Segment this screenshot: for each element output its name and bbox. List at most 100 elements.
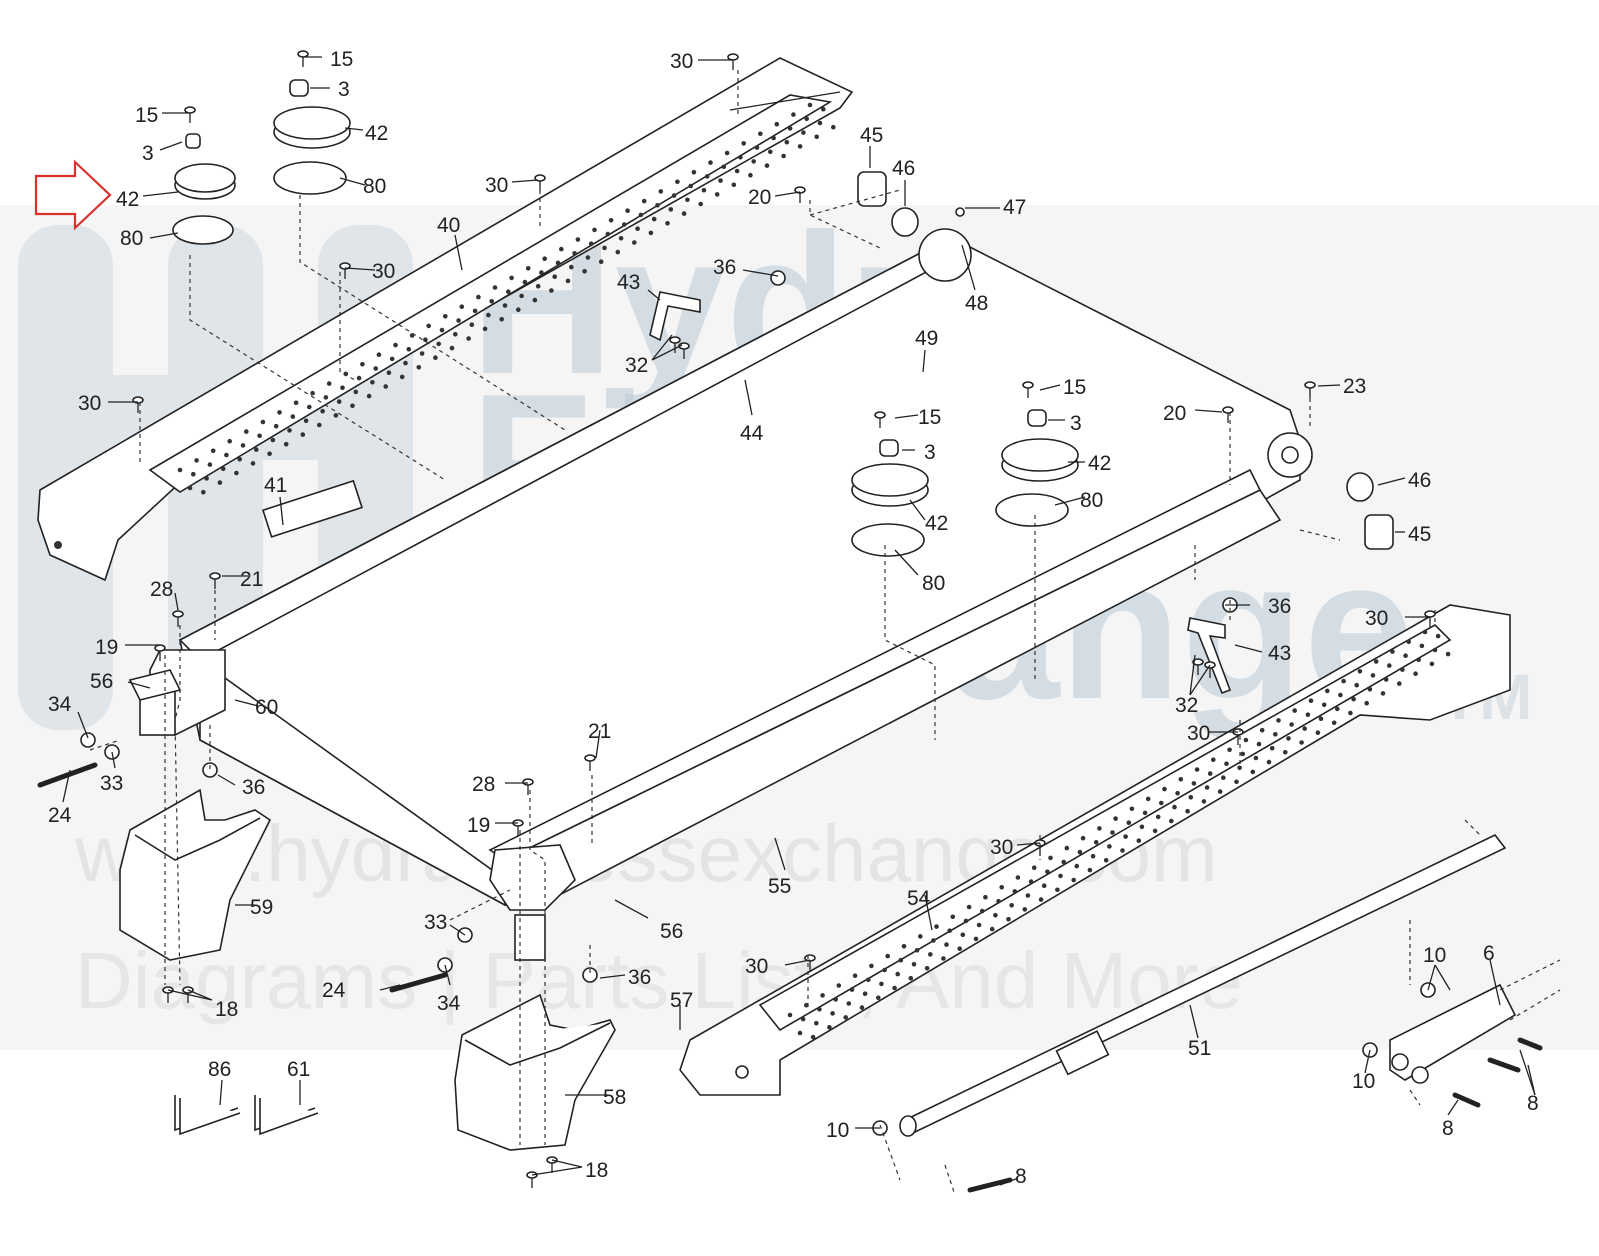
screw-head [669,336,681,344]
perforation-hole [1318,716,1324,721]
callout-20: 20 [748,186,771,209]
perforation-hole [340,385,345,391]
perforation-hole [1335,706,1340,712]
perforation-hole [698,201,703,207]
perforation-hole [1064,845,1070,851]
perforation-hole [1009,903,1014,908]
callout-61: 61 [287,1058,310,1081]
screw-head [1192,658,1204,666]
perforation-hole [1253,755,1259,761]
perforation-hole [764,163,770,168]
screw-head [154,644,166,652]
perforation-hole [1413,671,1418,676]
perforation-hole [1080,835,1086,841]
perforation-hole [393,342,398,348]
perforation-hole [436,341,442,347]
perforation-hole [1110,830,1115,835]
perforation-hole [519,293,524,299]
perforation-hole [1113,816,1118,821]
perforation-hole [502,303,508,308]
callout-15: 15 [1063,376,1086,399]
perforation-hole [1185,808,1190,814]
callout-51: 51 [1188,1037,1211,1060]
perforation-hole [797,144,803,149]
perforation-hole [1315,730,1321,735]
perforation-hole [307,404,312,410]
callout-46: 46 [892,157,915,180]
bolt [967,1177,1013,1193]
perforation-hole [810,1034,816,1040]
bolt [389,972,448,993]
perforation-hole [1142,810,1148,816]
perforation-hole [469,322,475,328]
perforation-hole [1269,745,1275,751]
perforation-hole [979,908,985,914]
perforation-hole [1259,727,1265,733]
bolt [37,762,98,788]
perforation-hole [843,1015,848,1020]
perforation-hole [1077,849,1083,855]
callout-labels: 15 3 42 80 15 3 42 80 30 30 30 30 40 20 … [48,48,1539,1188]
perforation-hole [924,966,930,971]
perforation-hole [1022,907,1028,912]
perforation-hole [1126,820,1132,825]
perforation-hole [869,963,874,969]
callout-43: 43 [1268,642,1291,665]
perforation-hole [403,360,408,366]
perforation-hole [1354,682,1359,688]
callout-42: 42 [925,512,948,535]
perforation-hole [774,121,780,127]
callout-10: 10 [826,1119,849,1142]
perforation-hole [1348,710,1353,716]
perforation-hole [999,885,1004,890]
perforation-hole [449,345,455,351]
perforation-hole [681,211,687,216]
perforation-hole [1201,799,1207,804]
perforation-hole [1120,848,1125,853]
perforation-hole [1397,681,1402,686]
fasteners [37,50,1543,1193]
callout-3: 3 [924,441,936,464]
perforation-hole [648,230,654,236]
perforation-hole [333,413,339,418]
callout-46: 46 [1408,469,1431,492]
perforation-hole [846,1001,852,1006]
perforation-hole [532,297,538,303]
callout-30: 30 [78,392,101,415]
perforation-hole [632,240,637,245]
perforation-hole [443,314,448,319]
perforation-hole [499,317,505,322]
perforation-hole [944,942,949,947]
perforation-hole [516,307,521,313]
perforation-hole [950,914,956,920]
perforation-hole [734,168,740,174]
perforation-hole [983,894,988,900]
callout-80: 80 [120,227,143,250]
perforation-hole [1435,633,1441,639]
perforation-hole [651,216,657,222]
perforation-hole [1048,855,1053,861]
perforation-hole [833,997,838,1002]
perforation-hole [492,285,498,290]
callout-10: 10 [1423,944,1446,967]
perforation-hole [1256,741,1262,747]
perforation-hole [1178,777,1184,782]
perforation-hole [326,381,332,386]
perforation-hole [360,362,365,367]
perforation-hole [618,236,624,241]
bracket-6 [1389,983,1517,1084]
perforation-hole [386,370,392,376]
perforation-hole [1217,789,1223,794]
perforation-hole [751,159,756,164]
perforation-hole [572,251,577,256]
screw-head [794,186,806,194]
perforation-hole [827,1025,832,1030]
callout-49: 49 [915,327,938,350]
perforation-hole [300,432,306,437]
perforation-hole [1031,865,1037,870]
perforation-hole [691,169,697,175]
perforation-hole [817,120,823,126]
callout-8: 8 [1442,1117,1454,1140]
perforation-hole [989,926,995,932]
perforation-hole [555,260,561,266]
